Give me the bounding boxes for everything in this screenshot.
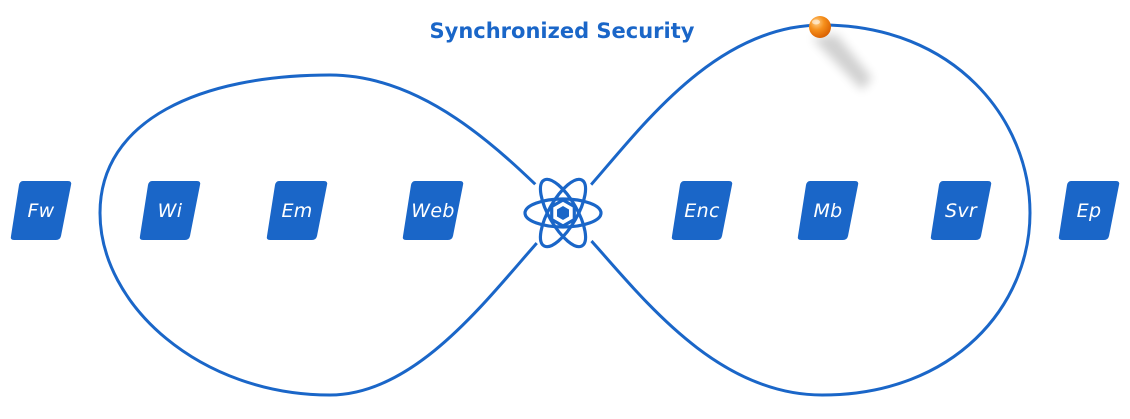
diagram-title: Synchronized Security <box>429 19 695 43</box>
tile-label: Svr <box>944 199 978 222</box>
tile-shape <box>1058 181 1120 240</box>
tile-svr[interactable]: Svr <box>930 181 992 240</box>
tile-shape <box>797 181 859 240</box>
tile-shape <box>402 181 464 240</box>
tile-shape <box>671 181 733 240</box>
tile-label: Mb <box>813 199 843 222</box>
tile-label: Wi <box>157 199 183 222</box>
tile-em[interactable]: Em <box>266 181 328 240</box>
ball-shadow-trail <box>812 34 872 90</box>
tile-mb[interactable]: Mb <box>797 181 859 240</box>
orange-ball <box>809 16 831 38</box>
tile-label: Em <box>281 199 313 222</box>
tile-label: Fw <box>27 199 55 222</box>
tile-fw[interactable]: Fw <box>10 181 72 240</box>
tile-label: Web <box>411 199 455 222</box>
tile-web[interactable]: Web <box>402 181 464 240</box>
atom-hexagon-icon <box>523 173 603 253</box>
tile-shape <box>139 181 201 240</box>
tile-shape <box>266 181 328 240</box>
tile-ep[interactable]: Ep <box>1058 181 1120 240</box>
tile-label: Ep <box>1076 199 1102 222</box>
tile-shape <box>930 181 992 240</box>
tile-enc[interactable]: Enc <box>671 181 733 240</box>
tile-label: Enc <box>684 199 720 222</box>
tile-shape <box>10 181 72 240</box>
tile-wi[interactable]: Wi <box>139 181 201 240</box>
